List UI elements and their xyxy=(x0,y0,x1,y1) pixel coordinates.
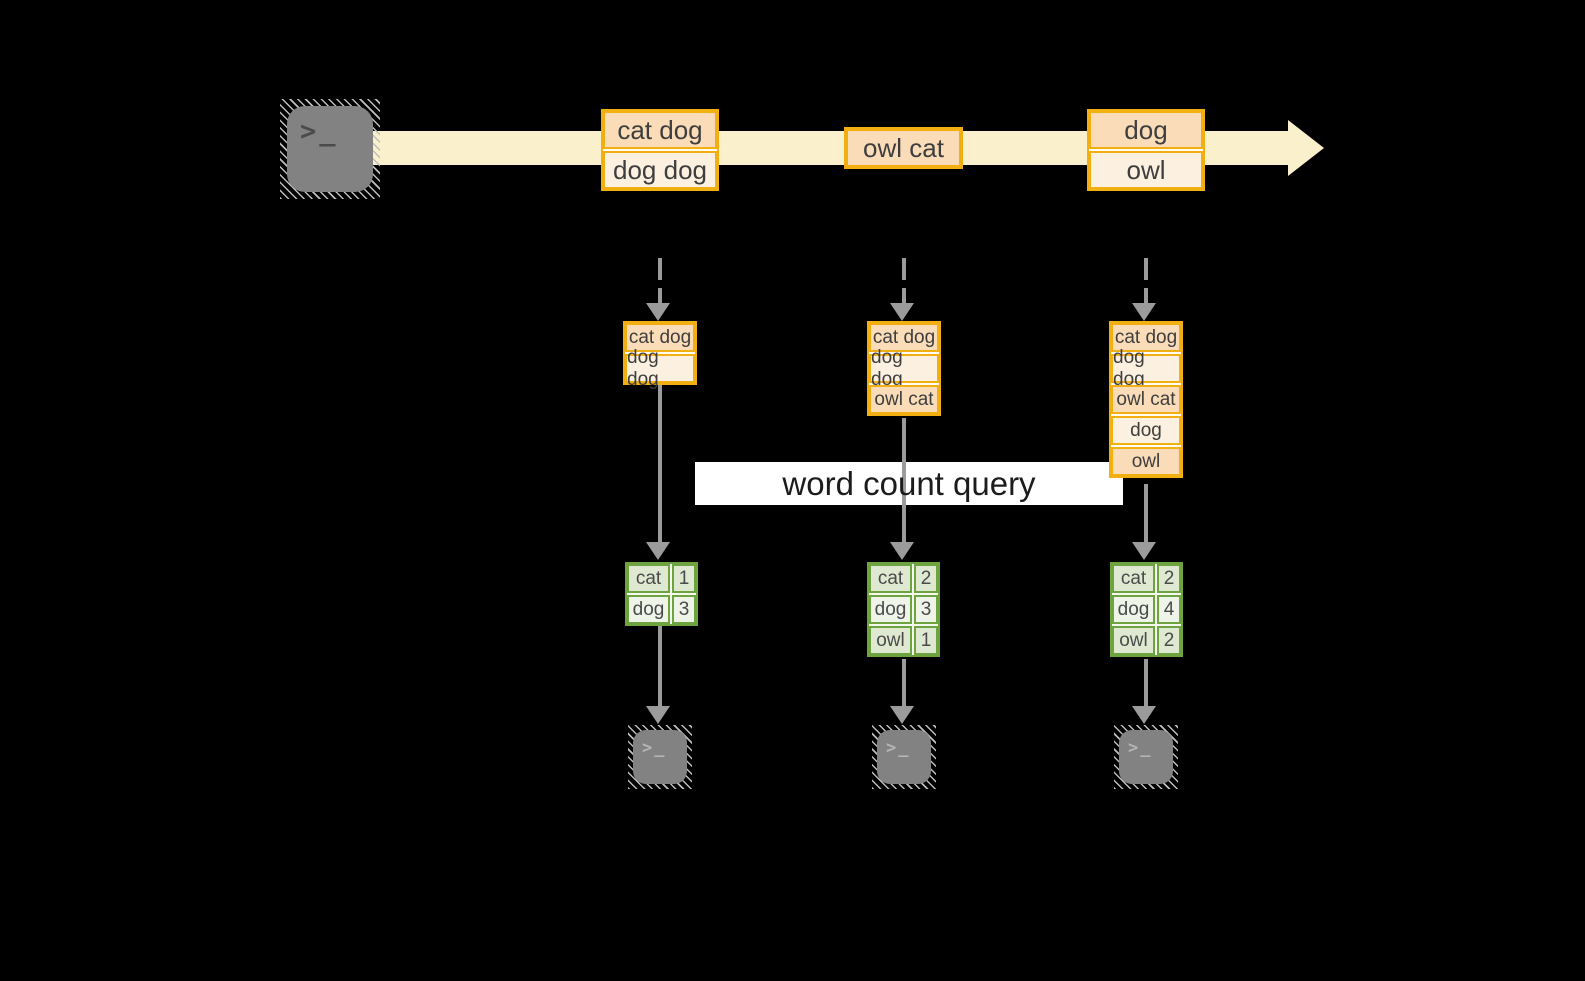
state-row: dog dog xyxy=(625,347,695,390)
stream-batch-1: cat dog dog dog xyxy=(601,109,719,191)
flow-arrow xyxy=(902,418,906,542)
state-box-3: cat dog dog dog owl cat dog owl xyxy=(1109,321,1183,478)
terminal-prompt-icon: >_ xyxy=(642,738,667,758)
state-row: owl xyxy=(1111,447,1181,476)
stream-batch-3: dog owl xyxy=(1087,109,1205,191)
stream-record: owl cat xyxy=(846,129,961,167)
flow-arrowhead-icon xyxy=(646,542,670,560)
state-box-1: cat dog dog dog xyxy=(623,321,697,390)
count-word: owl xyxy=(1112,626,1155,655)
dashed-arrowhead-icon xyxy=(890,303,914,321)
sink-terminal-icon xyxy=(1119,730,1173,784)
count-word: dog xyxy=(1112,595,1155,624)
count-value: 2 xyxy=(1157,626,1181,655)
stream-batch-2: owl cat xyxy=(844,127,963,169)
sink-terminal-icon xyxy=(877,730,931,784)
state-row: cat dog xyxy=(869,323,939,352)
counts-table-2: cat 2 dog 3 owl 1 xyxy=(867,562,940,657)
flow-arrowhead-icon xyxy=(1132,706,1156,724)
query-label-background xyxy=(695,462,1123,505)
count-value: 4 xyxy=(1157,595,1181,624)
counts-table-1: cat 1 dog 3 xyxy=(625,562,698,626)
dashed-arrow xyxy=(1144,258,1148,304)
count-word: owl xyxy=(869,626,912,655)
count-word: cat xyxy=(869,564,912,593)
stream-record: cat dog xyxy=(603,111,717,149)
flow-arrow xyxy=(902,659,906,706)
stream-arrowhead-icon xyxy=(1288,120,1324,176)
query-label: word count query xyxy=(782,464,1036,502)
count-value: 1 xyxy=(672,564,696,593)
flow-arrowhead-icon xyxy=(890,542,914,560)
state-row: dog dog xyxy=(869,347,939,390)
terminal-prompt-icon: >_ xyxy=(886,738,911,758)
flow-arrow xyxy=(658,626,662,706)
count-value: 3 xyxy=(672,595,696,624)
dashed-arrow xyxy=(658,258,662,304)
count-value: 3 xyxy=(914,595,938,624)
flow-arrow xyxy=(1144,659,1148,706)
state-row: dog xyxy=(1111,416,1181,445)
flow-arrow xyxy=(1144,484,1148,542)
dashed-arrowhead-icon xyxy=(1132,303,1156,321)
stream-record: dog dog xyxy=(603,151,717,189)
dashed-arrowhead-icon xyxy=(646,303,670,321)
count-word: dog xyxy=(869,595,912,624)
flow-arrowhead-icon xyxy=(646,706,670,724)
stream-record: owl xyxy=(1089,151,1203,189)
flow-arrow xyxy=(658,385,662,542)
dashed-arrow xyxy=(902,258,906,304)
terminal-prompt-icon: >_ xyxy=(1128,738,1153,758)
count-value: 2 xyxy=(914,564,938,593)
sink-terminal-icon xyxy=(633,730,687,784)
count-value: 2 xyxy=(1157,564,1181,593)
state-row: cat dog xyxy=(625,323,695,352)
flow-arrowhead-icon xyxy=(1132,542,1156,560)
count-word: cat xyxy=(1112,564,1155,593)
state-box-2: cat dog dog dog owl cat xyxy=(867,321,941,416)
terminal-prompt-icon: >_ xyxy=(300,116,339,147)
count-word: dog xyxy=(627,595,670,624)
stream-record: dog xyxy=(1089,111,1203,149)
flow-arrowhead-icon xyxy=(890,706,914,724)
count-word: cat xyxy=(627,564,670,593)
count-value: 1 xyxy=(914,626,938,655)
state-row: owl cat xyxy=(869,385,939,414)
state-row: cat dog xyxy=(1111,323,1181,352)
state-row: owl cat xyxy=(1111,385,1181,414)
counts-table-3: cat 2 dog 4 owl 2 xyxy=(1110,562,1183,657)
state-row: dog dog xyxy=(1111,347,1181,390)
source-terminal-icon xyxy=(287,106,373,192)
